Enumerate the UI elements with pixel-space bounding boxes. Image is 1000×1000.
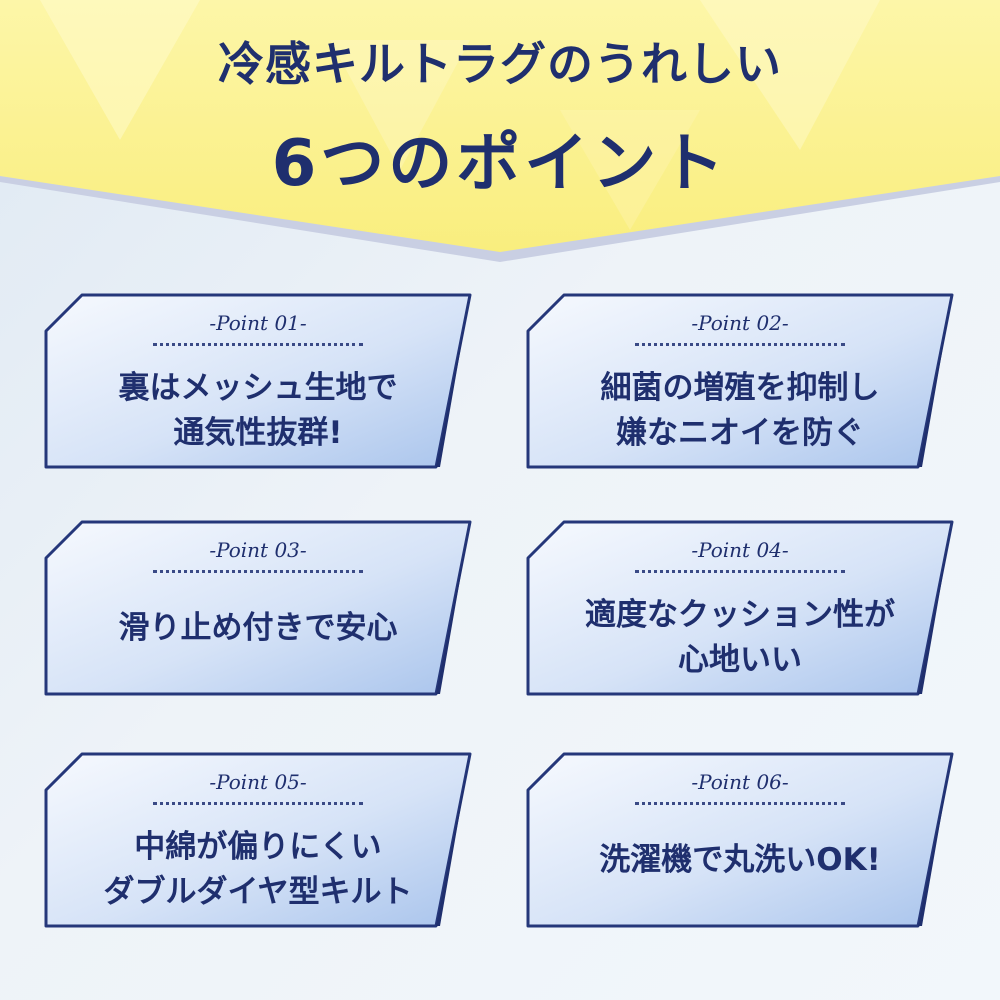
dotted-divider	[635, 343, 845, 346]
point-label: -Point 05-	[209, 770, 307, 794]
point-line-2: ダブルダイヤ型キルト	[103, 874, 413, 910]
point-card-2: -Point 02- 細菌の増殖を抑制し嫌なニオイを防ぐ	[526, 293, 954, 469]
point-card-6: -Point 06- 洗濯機で丸洗いOK!	[526, 752, 954, 928]
point-line-1: 裏はメッシュ生地で	[118, 370, 398, 407]
dotted-divider	[153, 802, 363, 805]
card-background	[526, 293, 954, 469]
point-label: -Point 01-	[209, 311, 307, 335]
point-label: -Point 02-	[691, 311, 789, 335]
banner-background	[0, 0, 1000, 262]
point-line-1: 洗濯機で丸洗いOK!	[599, 841, 881, 878]
card-background	[44, 293, 472, 469]
card-background	[44, 752, 472, 928]
point-description: 細菌の増殖を抑制し嫌なニオイを防ぐ	[546, 361, 934, 461]
point-line-2: 心地いい	[678, 642, 802, 678]
card-background	[526, 520, 954, 696]
point-description: 洗濯機で丸洗いOK!	[546, 810, 934, 910]
headline-title: 6つのポイント	[271, 127, 729, 201]
dotted-divider	[153, 343, 363, 346]
dotted-divider	[153, 570, 363, 573]
point-card-3: -Point 03- 滑り止め付きで安心	[44, 520, 472, 696]
dotted-divider	[635, 802, 845, 805]
dotted-divider	[635, 570, 845, 573]
headline-subtitle: 冷感キルトラグのうれしい	[218, 37, 782, 91]
point-card-1: -Point 01- 裏はメッシュ生地で通気性抜群!	[44, 293, 472, 469]
point-line-2: 通気性抜群!	[173, 415, 343, 451]
point-card-4: -Point 04- 適度なクッション性が心地いい	[526, 520, 954, 696]
point-label: -Point 04-	[691, 538, 789, 562]
point-line-1: 適度なクッション性が	[585, 597, 895, 634]
point-description: 中綿が偏りにくいダブルダイヤ型キルト	[64, 820, 452, 920]
point-line-1: 中綿が偏りにくい	[134, 829, 382, 866]
header-banner: 冷感キルトラグのうれしい 6つのポイント	[0, 0, 1000, 270]
card-background	[44, 520, 472, 696]
point-description: 裏はメッシュ生地で通気性抜群!	[64, 361, 452, 461]
point-line-1: 滑り止め付きで安心	[118, 609, 398, 646]
point-line-1: 細菌の増殖を抑制し	[600, 370, 880, 407]
card-background	[526, 752, 954, 928]
point-card-5: -Point 05- 中綿が偏りにくいダブルダイヤ型キルト	[44, 752, 472, 928]
point-description: 適度なクッション性が心地いい	[546, 588, 934, 688]
point-line-2: 嫌なニオイを防ぐ	[616, 415, 864, 451]
point-label: -Point 06-	[691, 770, 789, 794]
point-description: 滑り止め付きで安心	[64, 578, 452, 678]
point-label: -Point 03-	[209, 538, 307, 562]
